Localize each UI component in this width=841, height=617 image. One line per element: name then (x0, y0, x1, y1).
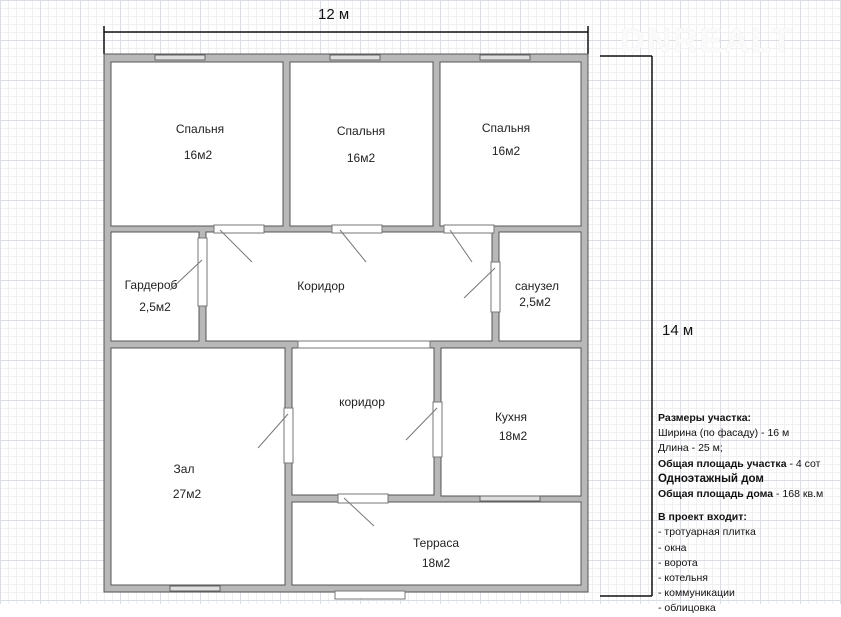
plot-width: Ширина (по фасаду) - 16 м (658, 427, 790, 440)
room-corridor (205, 231, 493, 342)
project-item: - коммуникации (658, 587, 735, 600)
plot-title: Размеры участка: (658, 412, 752, 424)
room-name: Кухня (494, 410, 528, 424)
room-bedroom-3 (439, 61, 582, 227)
room-corridor-2 (291, 347, 435, 496)
project-item: - окна (658, 541, 687, 554)
room-name: Коридор (297, 279, 345, 293)
room-name: Зал (173, 462, 195, 476)
room-hall (110, 347, 286, 586)
room-bedroom-1 (110, 61, 284, 227)
plot-length: Длина - 25 м; (658, 442, 723, 455)
doors (169, 224, 501, 600)
project-item: - ворота (658, 556, 698, 569)
room-area: 16м2 (491, 144, 521, 158)
room-area: 16м2 (346, 151, 376, 165)
room-terrace (291, 501, 582, 586)
watermark-logo: DNREALT (620, 22, 794, 60)
project-item: - котельня (658, 572, 708, 585)
room-name: санузел (515, 279, 559, 293)
room-area: 18м2 (421, 556, 451, 570)
room-name: Спальня (175, 122, 225, 136)
room-name: Терраса (412, 536, 460, 550)
room-area: 27м2 (172, 487, 202, 501)
room-name: Гардероб (124, 278, 178, 292)
room-kitchen (440, 347, 582, 497)
room-name: коридор (339, 395, 385, 409)
room-wardrobe (110, 231, 200, 342)
project-info: Размеры участка: Ширина (по фасаду) - 16… (658, 411, 823, 617)
plot-area-value: - 4 сот (786, 457, 821, 470)
project-item: - тротуарная плитка (658, 526, 756, 539)
room-area: 18м2 (498, 429, 528, 443)
house-area-label: Общая площадь дома (658, 488, 774, 501)
floor-plan (103, 26, 653, 600)
room-area: 16м2 (183, 148, 213, 162)
room-bedroom-2 (289, 61, 434, 227)
room-bathroom (498, 231, 582, 342)
room-name: Спальня (336, 124, 386, 138)
room-name: Спальня (481, 121, 531, 135)
house-type: Одноэтажный дом (658, 472, 764, 485)
length-label: 14 м (662, 322, 694, 339)
project-title: В проект входит: (658, 511, 747, 524)
width-label: 12 м (318, 6, 350, 23)
house-area-value: - 168 кв.м (773, 488, 824, 501)
room-area: 2,5м2 (519, 295, 551, 309)
room-area: 2,5м2 (139, 300, 171, 314)
plot-area-label: Общая площадь участка (658, 457, 787, 470)
windows (154, 54, 541, 592)
